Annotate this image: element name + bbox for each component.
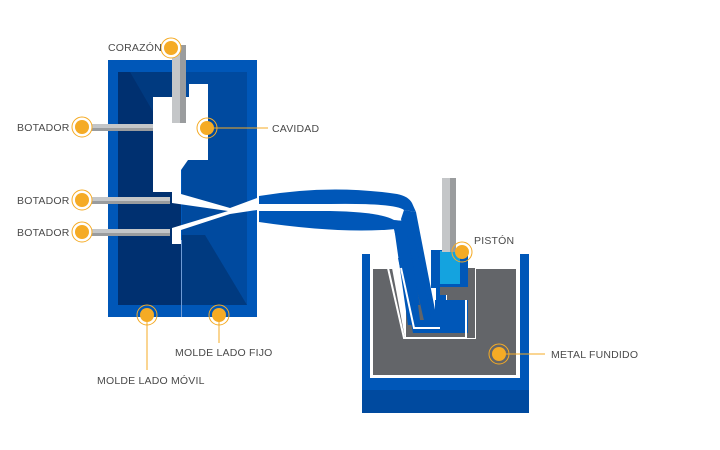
marker-botador-1[interactable] <box>71 116 93 138</box>
label-corazon: CORAZÓN <box>108 41 162 54</box>
gooseneck-inner-flow <box>400 221 446 325</box>
marker-piston[interactable] <box>451 241 473 263</box>
piston-channel <box>440 287 460 295</box>
ejector-pin-3 <box>88 229 170 236</box>
cavity-body <box>153 97 208 160</box>
marker-corazon[interactable] <box>160 37 182 59</box>
core-rod <box>172 45 186 123</box>
marker-cavidad[interactable] <box>196 117 218 139</box>
nozzle-lower-lip <box>259 211 396 231</box>
sprue-channel <box>172 165 181 197</box>
label-cavidad: CAVIDAD <box>272 123 320 135</box>
furnace-right-wall <box>520 254 529 388</box>
gooseneck-outer-wall <box>401 210 465 336</box>
label-molde-fijo: MOLDE LADO FIJO <box>175 347 273 359</box>
ejector-pin-2 <box>88 197 170 204</box>
marker-botador-3[interactable] <box>71 221 93 243</box>
furnace-left-wall <box>362 254 370 388</box>
markers <box>71 37 510 365</box>
gooseneck-tail <box>393 220 436 325</box>
furnace <box>362 178 529 413</box>
labels: CORAZÓN CAVIDAD BOTADOR BOTADOR BOTADOR … <box>17 41 638 387</box>
marker-molde-fijo[interactable] <box>208 304 230 326</box>
port <box>460 287 475 300</box>
furnace-bottom <box>362 390 529 413</box>
marker-botador-2[interactable] <box>71 189 93 211</box>
label-botador-3: BOTADOR <box>17 227 70 239</box>
label-metal-fundido: METAL FUNDIDO <box>551 349 638 361</box>
gooseneck-outline-2 <box>387 267 467 339</box>
gooseneck-outline <box>400 267 440 329</box>
piston-rod-dark <box>450 178 456 252</box>
gooseneck-in-pot <box>398 258 468 333</box>
piston-rod-light <box>442 178 450 252</box>
label-botador-1: BOTADOR <box>17 122 70 134</box>
furnace-base <box>362 378 529 390</box>
label-molde-movil: MOLDE LADO MÓVIL <box>97 374 205 387</box>
mold-fixed-half-shade <box>182 235 247 305</box>
nozzle-upper-lip <box>259 189 416 212</box>
label-botador-2: BOTADOR <box>17 195 70 207</box>
marker-molde-movil[interactable] <box>136 304 158 326</box>
runner-channels <box>172 194 257 244</box>
ejector-pin-1 <box>88 124 153 131</box>
marker-metal-fundido[interactable] <box>488 343 510 365</box>
label-piston: PISTÓN <box>474 234 514 247</box>
